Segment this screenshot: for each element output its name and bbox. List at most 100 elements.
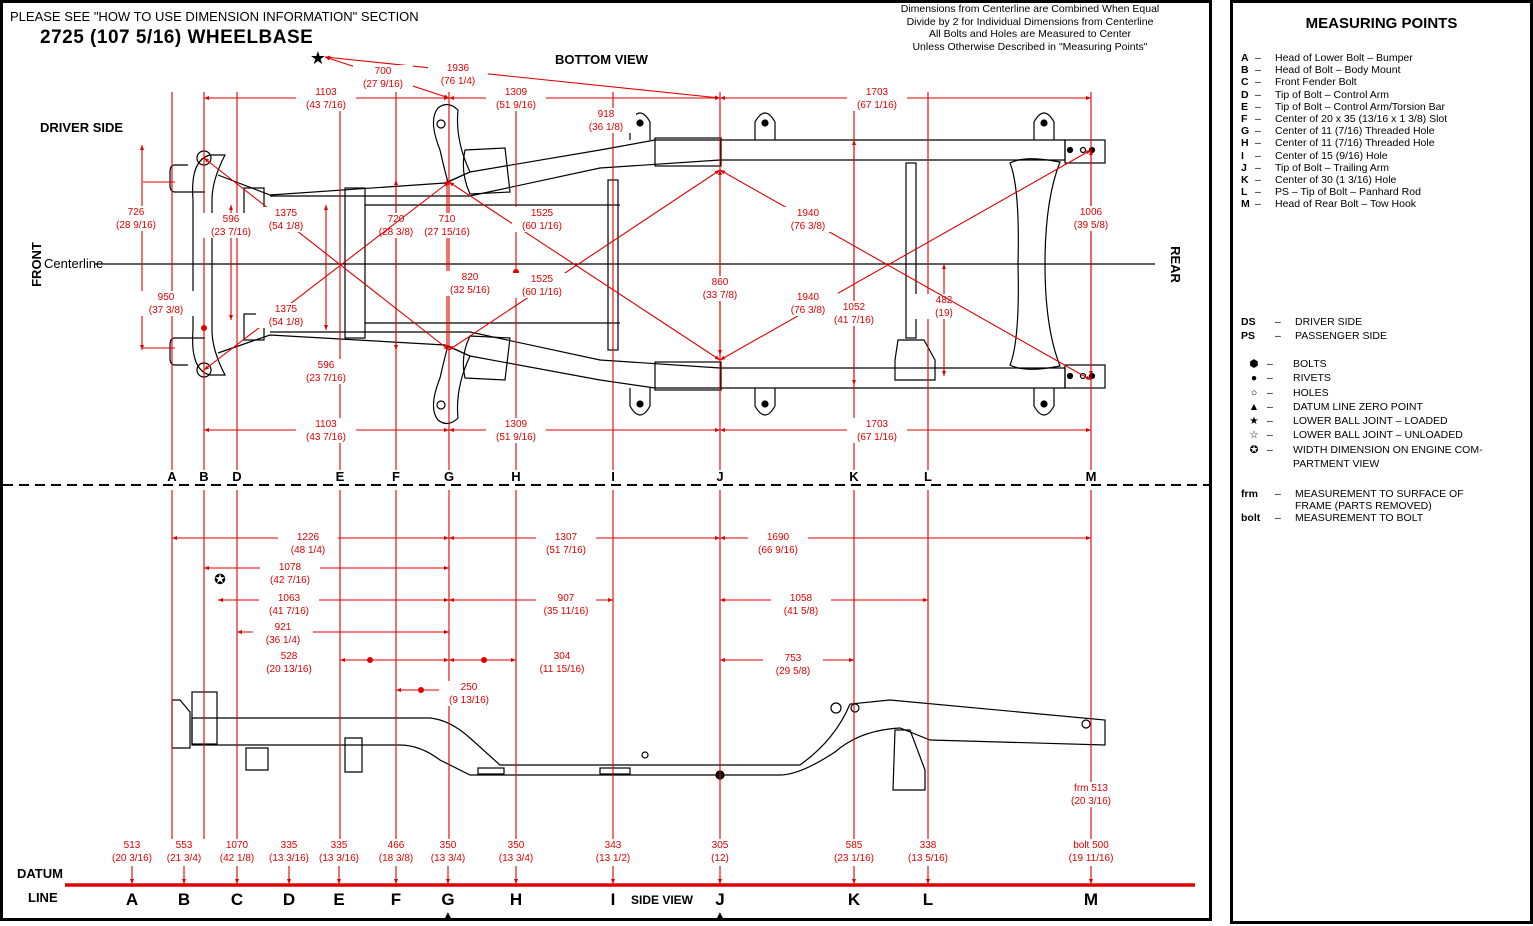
bottom-point-label-a: A: [167, 469, 177, 484]
legend-row: ○–HOLES: [1241, 386, 1483, 400]
legend-row: K–Center of 30 (1 3/16) Hole: [1241, 174, 1447, 186]
height-f-in: (18 3/8): [379, 853, 413, 864]
height-l-in: (13 5/16): [908, 853, 948, 864]
legend-key: L: [1241, 186, 1248, 199]
ball-joint-loaded-icon: ★: [310, 48, 326, 68]
label-backing: [1061, 839, 1121, 864]
height-b-in: (21 3/4): [167, 853, 201, 864]
side-length-b-g-mm: 1078: [279, 562, 302, 573]
label-backing: [296, 418, 356, 443]
measuring-points-title: MEASURING POINTS: [1305, 15, 1458, 32]
label-backing: [512, 207, 572, 232]
dash-separator: –: [1267, 443, 1273, 456]
legend-description: Head of Rear Bolt – Tow Hook: [1275, 198, 1417, 211]
dash-separator: –: [1255, 52, 1261, 64]
side-length-j-m-mm: 1690: [767, 532, 790, 543]
width-g-mm: 710: [439, 214, 456, 225]
label-backing: [532, 650, 592, 675]
label-backing: [898, 839, 958, 864]
legend-key: I: [1241, 149, 1244, 162]
dash-separator: –: [1267, 400, 1273, 413]
reference-dot: [481, 657, 487, 663]
legend-key: PS: [1241, 330, 1256, 342]
legend-row: I–Center of 15 (9/16) Hole: [1241, 150, 1447, 162]
label-backing: [763, 652, 823, 677]
height-l-mm: 338: [920, 840, 937, 851]
legend-description: Center of 20 x 35 (13/16 x 1 3/8) Slot: [1275, 113, 1448, 126]
height-h-in: (13 3/4): [499, 853, 533, 864]
dash-separator: –: [1275, 512, 1281, 524]
ball-joint-loaded-icon: ★: [1249, 415, 1259, 428]
legend-key: E: [1241, 100, 1249, 113]
m-frame-height-mm: frm 513: [1074, 783, 1108, 794]
dash-separator: –: [1255, 186, 1261, 199]
legend-key: H: [1241, 137, 1249, 150]
mounting-tab: [1033, 388, 1055, 416]
label-backing: [259, 592, 319, 617]
side-length-g-j-mm: 1307: [555, 532, 578, 543]
side-length-b-g-in: (42 7/16): [270, 575, 310, 586]
mounting-tab: [754, 388, 776, 416]
diagonal-bg1-in: (54 1/8): [269, 221, 303, 232]
hole-icon: ○: [1250, 386, 1258, 399]
legend-description: Tip of Bolt – Control Arm/Torsion Bar: [1275, 100, 1446, 113]
legend-key: G: [1241, 125, 1250, 138]
label-backing: [366, 839, 426, 864]
label-backing: [847, 418, 907, 443]
bumper-bracket-side: [171, 699, 191, 749]
label-backing: [278, 531, 338, 556]
width-d-in: (23 7/16): [211, 227, 251, 238]
height-d-mm: 335: [281, 840, 298, 851]
rivet: [1040, 400, 1048, 408]
diagonal-gj1-mm: 1525: [531, 208, 554, 219]
legend-row: M–Head of Rear Bolt – Tow Hook: [1241, 198, 1447, 210]
rivet: [1066, 372, 1074, 380]
legend-row: F–Center of 20 x 35 (13/16 x 1 3/8) Slot: [1241, 113, 1447, 125]
legend-row: ▲–DATUM LINE ZERO POINT: [1241, 400, 1483, 414]
m-frame-height-in: (20 3/16): [1071, 796, 1111, 807]
legend-row: L– PS – Tip of Bolt – Panhard Rod: [1241, 186, 1447, 198]
dimension-notes: Dimensions from Centerline are Combined …: [872, 3, 1188, 53]
torsion-mount-side: [344, 737, 363, 773]
hole: [830, 702, 842, 714]
length-bottom-in: (43 7/16): [306, 432, 346, 443]
legend-description: PS – Tip of Bolt – Panhard Rod: [1275, 186, 1421, 199]
legend-description: Center of 11 (7/16) Threaded Hole: [1275, 137, 1435, 150]
diagonal-b-g: [203, 181, 450, 371]
label-backing: [259, 650, 319, 675]
mounting-tab: [1033, 112, 1055, 140]
pad: [477, 767, 505, 775]
rivet-icon: ●: [1250, 372, 1258, 385]
bottom-point-label-j: J: [716, 469, 723, 484]
width-m-mm: 1006: [1080, 207, 1103, 218]
legend-row: J–Tip of Bolt – Trailing Arm: [1241, 162, 1447, 174]
height-c-in: (42 1/8): [220, 853, 254, 864]
width-e-in: (23 7/16): [306, 373, 346, 384]
legend-description: Front Fender Bolt: [1275, 76, 1357, 89]
legend-description: LOWER BALL JOINT – UNLOADED: [1293, 429, 1463, 442]
legend-row: B–Head of Bolt – Body Mount: [1241, 64, 1447, 76]
width-f-in: (28 3/8): [379, 227, 413, 238]
legend-key: B: [1241, 64, 1249, 77]
legend-key: A: [1241, 52, 1249, 64]
rivet: [1066, 146, 1074, 154]
legend-row: ✪–WIDTH DIMENSION ON ENGINE COM-: [1241, 443, 1483, 457]
diagonal-bg2-in: (54 1/8): [269, 317, 303, 328]
datum-point-label-j: J: [715, 890, 724, 909]
height-f-mm: 466: [388, 840, 405, 851]
width-g-in: (27 15/16): [424, 227, 470, 238]
legend-key: D: [1241, 88, 1249, 101]
hole: [641, 751, 649, 759]
front-crossmember: [192, 154, 226, 376]
legend-key: C: [1241, 76, 1249, 89]
length-top-in: (43 7/16): [306, 100, 346, 111]
diagonal-g-j: [448, 169, 721, 351]
length-top-mm: 1703: [866, 87, 889, 98]
legend-row: E–Tip of Bolt – Control Arm/Torsion Bar: [1241, 101, 1447, 113]
hole: [850, 703, 860, 713]
dash-separator: –: [1255, 198, 1261, 211]
side-view-title: SIDE VIEW: [631, 893, 694, 907]
